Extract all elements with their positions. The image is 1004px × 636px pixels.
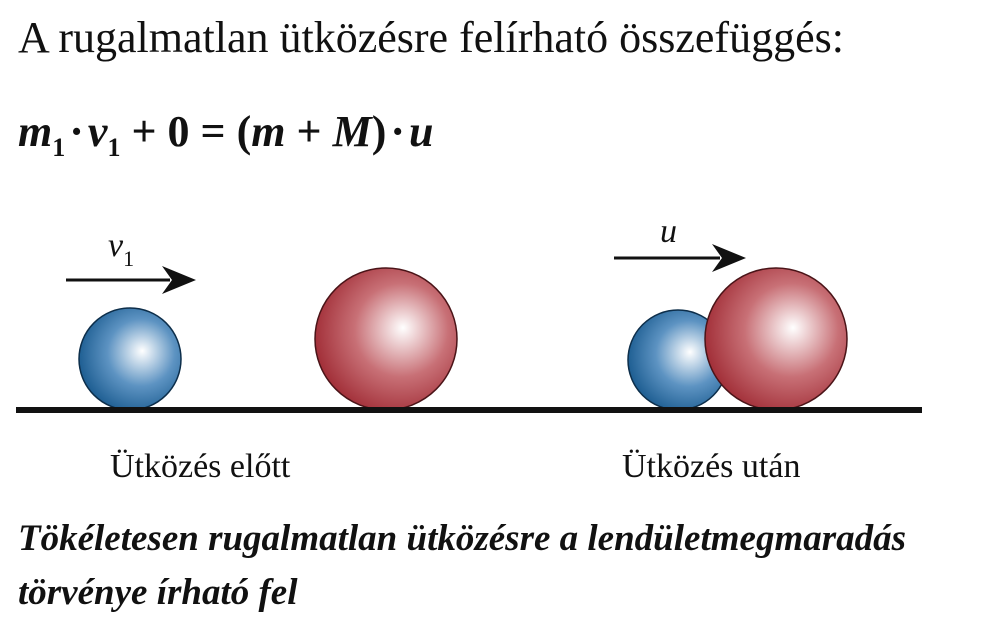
formula-dot-1: · — [69, 107, 84, 156]
collision-diagram: v1 u — [16, 213, 922, 413]
small-ball-before — [78, 307, 182, 411]
formula-v1: v — [87, 107, 108, 156]
formula-plus: + — [285, 107, 333, 156]
heading: A rugalmatlan ütközésre felírható összef… — [18, 13, 844, 62]
caption-after-collision: Ütközés után — [622, 448, 801, 485]
formula-m: m — [251, 107, 286, 156]
large-ball-after — [704, 267, 848, 411]
footer-line-2: törvénye írható fel — [18, 572, 298, 613]
velocity-label-v: v — [108, 227, 124, 264]
velocity-arrow-after-head — [712, 244, 746, 272]
velocity-label-v1: v1 — [108, 227, 134, 271]
formula-v1-sub: 1 — [107, 133, 121, 162]
formula-close-paren: ) — [371, 107, 387, 156]
velocity-label-v-sub: 1 — [123, 246, 134, 271]
formula-m1: m — [18, 107, 53, 156]
formula-m1-sub: 1 — [52, 133, 66, 162]
formula-plus-zero: + 0 = ( — [120, 107, 252, 156]
formula-u: u — [409, 107, 434, 156]
large-ball-before — [314, 267, 458, 411]
formula-dot-2: · — [390, 107, 406, 156]
footer-line-1: Tökéletesen rugalmatlan ütközésre a lend… — [18, 518, 907, 559]
caption-before-collision: Ütközés előtt — [110, 448, 291, 485]
momentum-formula: m1·v1 + 0 = (m + M)·u — [18, 102, 434, 162]
velocity-arrow-before-head — [162, 266, 196, 294]
velocity-label-u: u — [660, 213, 677, 250]
formula-M: M — [332, 107, 372, 156]
footer-statement: Tökéletesen rugalmatlan ütközésre a lend… — [18, 512, 998, 620]
